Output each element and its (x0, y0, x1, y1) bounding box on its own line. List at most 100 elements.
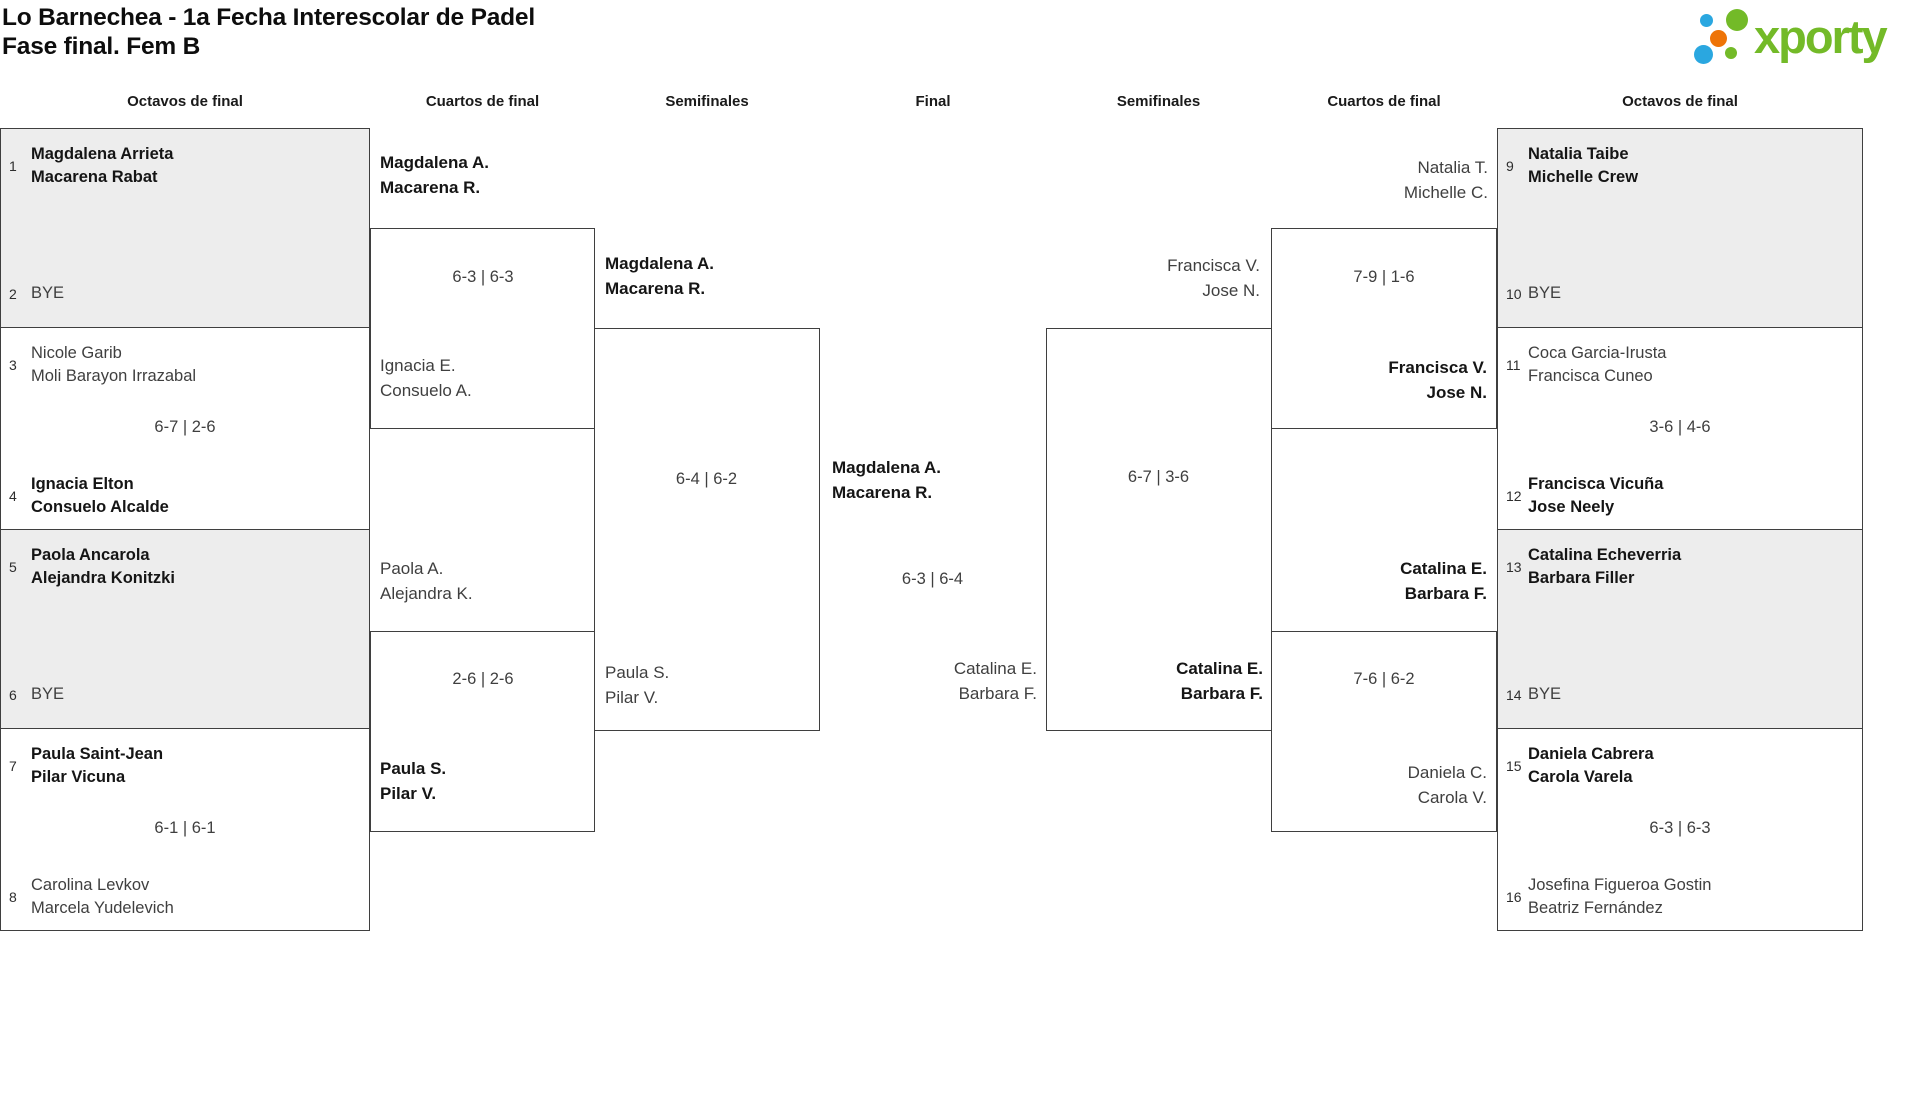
match-score: 6-7 | 2-6 (154, 418, 216, 436)
round-header-semis-right: Semifinales (1116, 93, 1201, 110)
match-score: 2-6 | 2-6 (452, 670, 514, 688)
seed-number: 11 (1506, 357, 1521, 373)
team-name: Francisca V.Jose N. (1388, 358, 1487, 402)
seed-number: 14 (1506, 686, 1522, 703)
logo-text: xporty (1754, 10, 1888, 63)
round-header-octavos-left: Octavos de final (127, 93, 243, 110)
team-name: Natalia T.Michelle C. (1403, 158, 1488, 202)
seed-number: 3 (9, 357, 17, 373)
team-name: Magdalena A.Macarena R. (605, 254, 714, 298)
team-name: Catalina E.Barbara F. (1400, 559, 1487, 603)
xporty-logo[interactable]: xporty (1690, 5, 1918, 67)
team-name: Daniela C.Carola V. (1407, 763, 1487, 807)
match-box-qf-left-2 (370, 631, 595, 832)
seed-number: 9 (1506, 158, 1514, 174)
match-box-sf-right (1046, 328, 1272, 731)
round-header-cuartos-right: Cuartos de final (1327, 93, 1441, 110)
match-box-sf-left (594, 328, 820, 731)
match-score: 6-4 | 6-2 (675, 470, 738, 488)
team-entry: 6 BYE (9, 683, 363, 706)
logo-dot-green-large-icon (1726, 9, 1748, 31)
round-header-octavos-right: Octavos de final (1622, 93, 1738, 110)
seed-number: 16 (1506, 889, 1522, 905)
logo-dot-orange-icon (1710, 30, 1727, 47)
round-header-cuartos-left: Cuartos de final (425, 93, 540, 110)
match-score: 3-6 | 4-6 (1649, 418, 1711, 436)
seed-number: 6 (9, 686, 17, 703)
team-name: Catalina E.Barbara F. (953, 659, 1037, 703)
team-name: Magdalena A.Macarena R. (380, 153, 489, 197)
page-title-line1: Lo Barnechea - 1a Fecha Interescolar de … (2, 4, 535, 31)
seed-number: 1 (9, 158, 17, 174)
logo-dot-blue-small-icon (1700, 14, 1713, 27)
page-title-line2: Fase final. Fem B (2, 33, 201, 60)
match-score: 7-6 | 6-2 (1353, 670, 1415, 688)
seed-number: 7 (9, 758, 17, 774)
team-name: BYE (31, 284, 65, 302)
team-name: BYE (1528, 284, 1562, 302)
match-score: 6-7 | 3-6 (1127, 468, 1190, 486)
page-title: Lo Barnechea - 1a Fecha Interescolar de … (2, 3, 535, 61)
match-box-qf-right-2 (1271, 631, 1497, 832)
team-name: Paula S.Pilar V. (605, 663, 670, 707)
team-name: Catalina E.Barbara F. (1176, 659, 1263, 703)
logo-dot-green-small-icon (1725, 47, 1737, 59)
seed-number: 5 (9, 559, 17, 575)
team-name: Magdalena A.Macarena R. (832, 458, 941, 502)
seed-number: 10 (1506, 285, 1522, 302)
match-score: 6-3 | 6-4 (901, 570, 964, 588)
team-name: BYE (31, 685, 65, 703)
seed-number: 8 (9, 889, 17, 905)
match-score: 6-3 | 6-3 (452, 268, 514, 286)
team-entry: 2 BYE (9, 282, 363, 305)
seed-number: 2 (9, 285, 17, 302)
team-name: Paula S.Pilar V. (380, 759, 447, 803)
team-name: Ignacia E.Consuelo A. (380, 356, 472, 400)
seed-number: 12 (1506, 488, 1522, 504)
match-score: 6-3 | 6-3 (1649, 819, 1711, 837)
seed-number: 4 (9, 488, 17, 504)
seed-number: 13 (1506, 559, 1522, 575)
round-header-final: Final (915, 93, 951, 110)
seed-number: 15 (1506, 758, 1522, 774)
team-name: Francisca V.Jose N. (1167, 256, 1260, 300)
team-name: Paola A.Alejandra K. (380, 559, 473, 603)
match-score: 7-9 | 1-6 (1353, 268, 1415, 286)
round-header-semis-left: Semifinales (665, 93, 749, 110)
team-entry: 10 BYE (1506, 282, 1856, 305)
team-name: BYE (1528, 685, 1562, 703)
